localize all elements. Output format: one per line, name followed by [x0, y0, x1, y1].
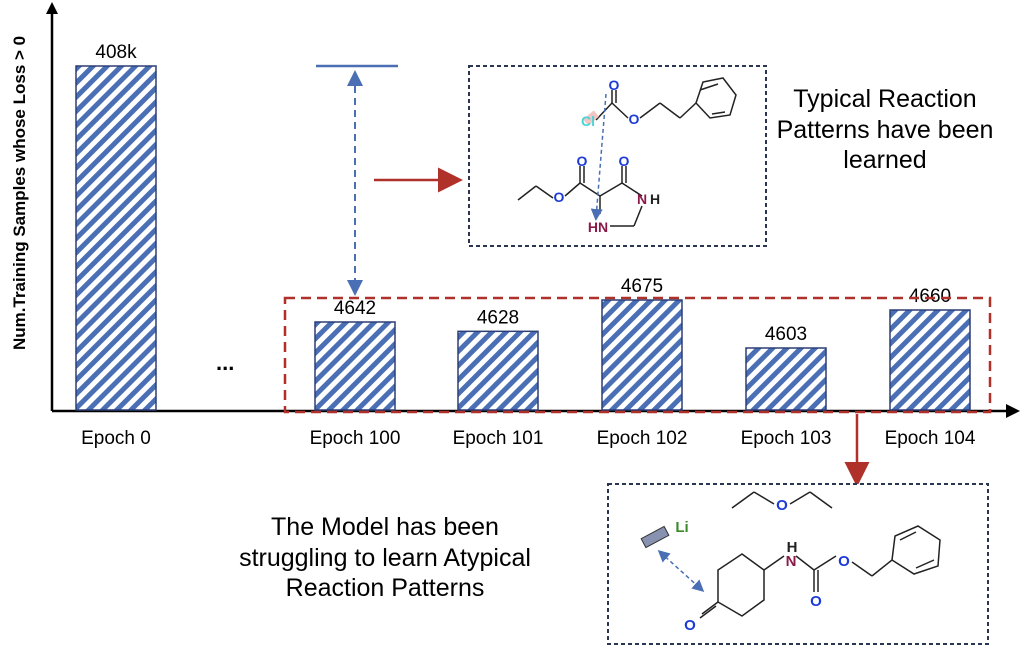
data-label: 4675	[621, 276, 663, 297]
atom-label: O	[684, 617, 696, 634]
data-label: 4660	[909, 286, 951, 307]
data-label: 4642	[334, 298, 376, 319]
y-axis-arrowhead	[46, 2, 58, 14]
data-label: 4603	[765, 324, 807, 345]
atom-label: H	[787, 539, 798, 556]
atom-label: N	[786, 553, 797, 570]
highlight-box	[283, 296, 992, 414]
atom-label: O	[619, 153, 630, 169]
atom-label: O	[629, 111, 640, 127]
atom-label: O	[776, 497, 788, 514]
x-tick-label: Epoch 102	[597, 428, 688, 449]
y-axis-label: Num.Training Samples whose Loss > 0	[10, 35, 29, 350]
bar-epoch-104	[889, 309, 971, 411]
atom-label: O	[609, 77, 620, 93]
x-tick-label: Epoch 104	[885, 428, 976, 449]
atom-label: O	[810, 593, 822, 610]
atom-label: N	[637, 191, 647, 207]
atom-label: Li	[675, 519, 688, 536]
bar-epoch-103	[745, 347, 827, 411]
data-label: 408k	[95, 42, 137, 63]
x-tick-label: Epoch 100	[310, 428, 401, 449]
atom-label: HN	[588, 219, 608, 235]
x-axis-arrowhead	[1006, 404, 1020, 418]
atom-label: O	[577, 153, 588, 169]
atom-label: H	[650, 191, 660, 207]
annotation-typical: Typical Reaction Patterns have been lear…	[776, 85, 994, 174]
atom-label: O	[838, 553, 850, 570]
bar-epoch-102	[601, 299, 683, 411]
bar-epoch-101	[457, 330, 539, 411]
x-tick-label: Epoch 0	[81, 428, 151, 449]
typical-molecule-panel: O Cl O O O O N H HN	[468, 65, 767, 247]
axis-break-ellipsis: ...	[216, 350, 235, 375]
x-tick-label: Epoch 103	[741, 428, 832, 449]
atypical-molecule-panel: O Li H N O O O	[607, 483, 989, 645]
bar-epoch-0	[75, 65, 157, 411]
bar-epoch-100	[314, 321, 396, 411]
x-tick-label: Epoch 101	[453, 428, 544, 449]
atom-label: O	[554, 189, 565, 205]
annotation-atypical: The Model has been struggling to learn A…	[239, 513, 531, 602]
atom-label: Cl	[581, 113, 595, 129]
data-label: 4628	[477, 307, 519, 328]
